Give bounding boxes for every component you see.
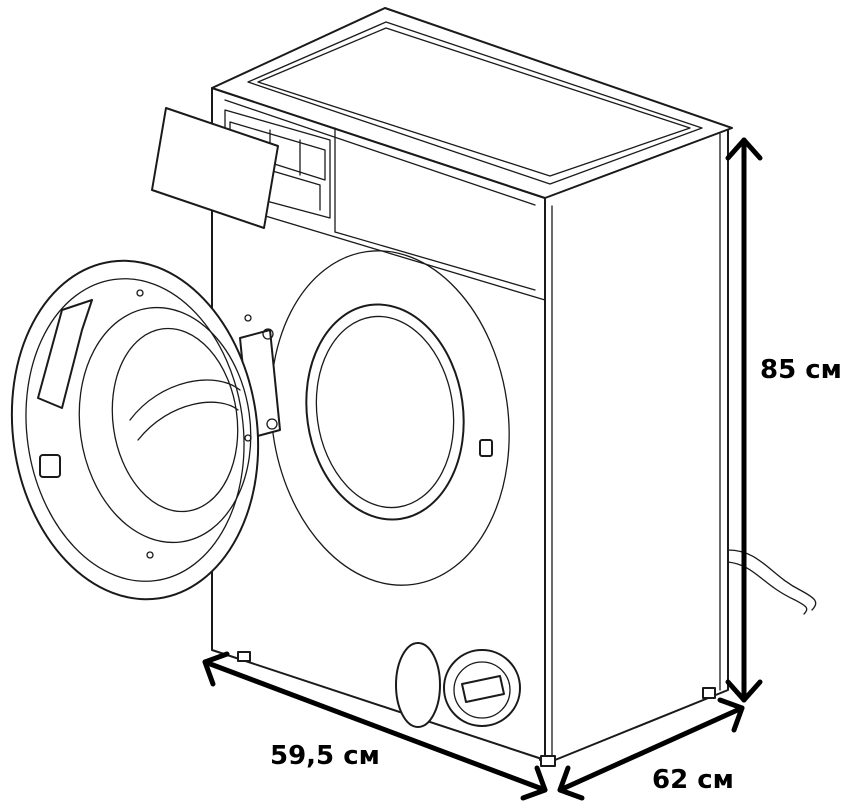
door-handle [37, 299, 93, 409]
drain-filter-inner [453, 661, 511, 719]
drain-filter-knob [461, 675, 505, 703]
drain-hose [727, 549, 817, 611]
side-panel [539, 127, 729, 761]
service-hatch [395, 642, 441, 728]
washing-machine-icon [10, 7, 817, 767]
height-label: 85 см [760, 355, 842, 385]
height-dimension-arrow [725, 137, 763, 703]
width-dimension-arrow [202, 651, 548, 801]
depth-dimension-arrow [557, 697, 745, 801]
control-panel-strip [211, 87, 546, 301]
porthole-glass [305, 303, 465, 521]
foot-back-right [702, 687, 716, 699]
depth-label: 62 см [652, 765, 734, 795]
width-label: 59,5 см [270, 741, 380, 771]
door-seal-outer [270, 250, 510, 586]
detergent-drawer-flap [151, 107, 279, 229]
foot-front-left [237, 651, 251, 662]
door-latch [39, 454, 61, 478]
door-glass-bowl [78, 306, 252, 544]
door-lock [479, 439, 493, 457]
foot-front-right [540, 755, 556, 767]
